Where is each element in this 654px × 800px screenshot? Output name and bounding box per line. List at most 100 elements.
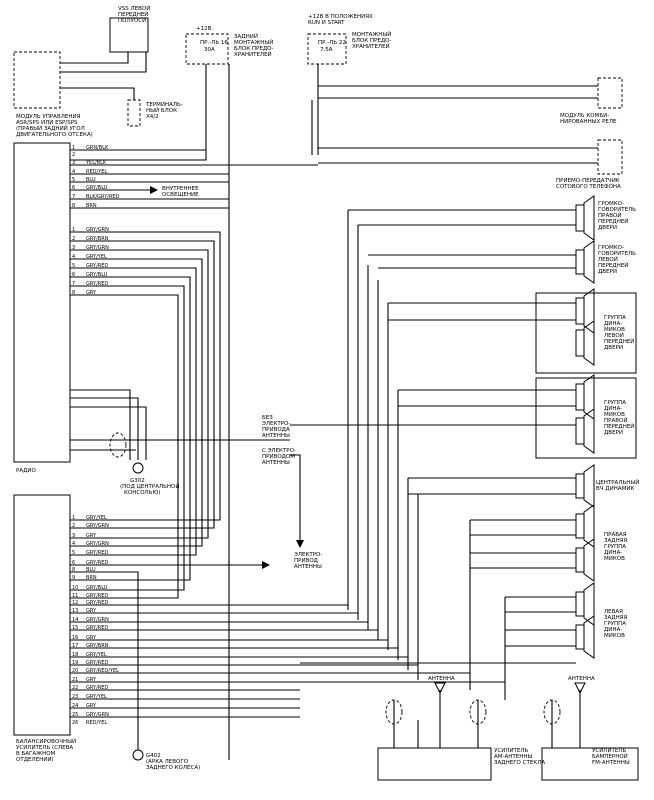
svg-text:АНТЕННЫ: АНТЕННЫ bbox=[294, 564, 322, 570]
wire-color-label: GRY/RED bbox=[86, 625, 108, 631]
pin-number: 16 bbox=[72, 635, 78, 641]
svg-text:X4/2: X4/2 bbox=[146, 114, 159, 120]
wire-color-label: GRY/RED bbox=[86, 560, 108, 566]
wire-color-label: GRY bbox=[86, 290, 97, 296]
pin-number: 9 bbox=[72, 575, 75, 581]
wire-color-label: GRY/RED bbox=[86, 550, 108, 556]
wire-color-label: RED/YEL bbox=[86, 720, 107, 726]
svg-text:ПРИВОДА: ПРИВОДА bbox=[262, 427, 290, 433]
svg-text:G302: G302 bbox=[130, 478, 145, 484]
pin-number: 3 bbox=[72, 533, 75, 539]
pin-number: 17 bbox=[72, 643, 78, 649]
cell-phone-label: ПРИЕМО-ПЕРЕДАТЧИК СОТОВОГО ТЕЛЕФОНА bbox=[556, 178, 621, 190]
pin-number: 24 bbox=[72, 703, 78, 709]
wire-color-label: GRY bbox=[86, 533, 97, 539]
g302-label: G302 (ПОД ЦЕНТРАЛЬНОЙ КОНСОЛЬЮ) bbox=[120, 478, 179, 496]
right-rear-label: ПРАВАЯ ЗАДНЯЯ ГРУППА ДИНА- МИКОВ bbox=[604, 532, 628, 562]
center-speaker-label: ЦЕНТРАЛЬНЫЙ ВЧ ДИНАМИК bbox=[596, 479, 639, 492]
wire-color-label: GRY/YEL bbox=[86, 254, 107, 260]
svg-text:ВЧ ДИНАМИК: ВЧ ДИНАМИК bbox=[596, 486, 634, 492]
power-antenna-label: ЭЛЕКТРО- ПРИВОД АНТЕННЫ bbox=[294, 552, 322, 570]
pin-number: 6 bbox=[72, 560, 75, 566]
wire-color-label: GRY/GRN bbox=[86, 541, 109, 547]
wire-color-label: BLK/GRY/RED bbox=[86, 194, 120, 200]
radio-label: РАДИО bbox=[16, 468, 36, 474]
svg-text:ПРАВОЙ: ПРАВОЙ bbox=[604, 417, 627, 424]
wire-color-label: GRY/RED bbox=[86, 600, 108, 606]
combo-relay-label: МОДУЛЬ КОМБИ- НИРОВАННЫХ РЕЛЕ bbox=[560, 113, 617, 125]
wire-color-label: RED/YEL bbox=[86, 169, 107, 175]
wire-color-label: GRY/GRN bbox=[86, 523, 109, 529]
pin-number: 26 bbox=[72, 720, 78, 726]
svg-text:G402: G402 bbox=[146, 753, 161, 759]
pin-number: 8 bbox=[72, 203, 75, 209]
svg-text:FM-АНТЕННЫ: FM-АНТЕННЫ bbox=[592, 760, 630, 766]
svg-text:ПР.-ЛЬ 16: ПР.-ЛЬ 16 bbox=[200, 40, 228, 46]
svg-text:МИКОВ: МИКОВ bbox=[604, 327, 625, 333]
svg-text:(ПОД ЦЕНТРАЛЬНОЙ: (ПОД ЦЕНТРАЛЬНОЙ bbox=[120, 483, 179, 490]
wire-color-label: GRY/RED bbox=[86, 685, 108, 691]
svg-text:ГРУППА: ГРУППА bbox=[604, 544, 626, 550]
pin-number: 2 bbox=[72, 523, 75, 529]
svg-text:СОТОВОГО ТЕЛЕФОНА: СОТОВОГО ТЕЛЕФОНА bbox=[556, 184, 621, 190]
svg-text:ДВЕРИ: ДВЕРИ bbox=[604, 430, 623, 436]
svg-text:+12В: +12В bbox=[196, 26, 212, 32]
svg-text:ВНУТРЕННЕЕ: ВНУТРЕННЕЕ bbox=[162, 186, 199, 192]
wire-color-label: GRY/BLU bbox=[86, 585, 108, 591]
svg-text:ХРАНИТЕЛЕЙ: ХРАНИТЕЛЕЙ bbox=[234, 51, 272, 58]
svg-text:ЭЛЕКТРО-: ЭЛЕКТРО- bbox=[262, 421, 290, 427]
svg-text:УСИЛИТЕЛЬ: УСИЛИТЕЛЬ bbox=[592, 748, 627, 754]
pin-number: 7 bbox=[72, 194, 75, 200]
pin-number: 10 bbox=[72, 585, 78, 591]
rf-group-label: ГРУППА ДИНА- МИКОВ ПРАВОЙ ПЕРЕДНЕЙ ДВЕРИ bbox=[604, 400, 634, 436]
pin-number: 8 bbox=[72, 567, 75, 573]
pin-number: 5 bbox=[72, 177, 75, 183]
svg-text:ПЕРЕДНЕЙ: ПЕРЕДНЕЙ bbox=[118, 11, 148, 18]
asr-module-label: МОДУЛЬ УПРАВЛЕНИЯ ASR/SPS ИЛИ ESP/SPS (П… bbox=[16, 114, 93, 138]
svg-text:С ЭЛЕКТРО-: С ЭЛЕКТРО- bbox=[262, 448, 296, 454]
wire-color-label: GRY bbox=[86, 677, 97, 683]
pin-number: 1 bbox=[72, 227, 75, 233]
svg-text:ГРОМКО-: ГРОМКО- bbox=[598, 201, 624, 207]
wire-color-label: BRN bbox=[86, 575, 97, 581]
svg-text:В БАГАЖНОМ: В БАГАЖНОМ bbox=[16, 751, 56, 757]
svg-text:НЫЙ БЛОК: НЫЙ БЛОК bbox=[146, 107, 177, 114]
pin-number: 1 bbox=[72, 515, 75, 521]
wire-color-label: BRN bbox=[86, 203, 97, 209]
svg-text:7.5A: 7.5A bbox=[320, 47, 333, 53]
am-amp-label: УСИЛИТЕЛЬ АМ-АНТЕННЫ ЗАДНЕГО СТЕКЛА bbox=[494, 748, 545, 766]
wire-color-label: GRY/YEL bbox=[86, 515, 107, 521]
pin-number: 18 bbox=[72, 652, 78, 658]
pin-number: 6 bbox=[72, 185, 75, 191]
svg-text:МОНТАЖНЫЙ: МОНТАЖНЫЙ bbox=[352, 31, 391, 38]
rear-fuse-block-label: ЗАДНИЙ МОНТАЖНЫЙ БЛОК ПРЕДО- ХРАНИТЕЛЕЙ bbox=[234, 33, 273, 58]
pin-number: 25 bbox=[72, 712, 78, 718]
svg-text:ПРАВОЙ: ПРАВОЙ bbox=[598, 212, 621, 219]
pin-number: 20 bbox=[72, 668, 78, 674]
rf-tweeter-label: ГРОМКО- ГОВОРИТЕЛЬ ПРАВОЙ ПЕРЕДНЕЙ ДВЕРИ bbox=[598, 201, 636, 231]
wire-color-label: GRY bbox=[86, 703, 97, 709]
pin-number: 22 bbox=[72, 685, 78, 691]
svg-text:БЛОК ПРЕДО-: БЛОК ПРЕДО- bbox=[234, 46, 273, 52]
svg-text:ОТДЕЛЕНИИ): ОТДЕЛЕНИИ) bbox=[16, 757, 54, 763]
svg-text:ПЕРЕДНЕЙ: ПЕРЕДНЕЙ bbox=[598, 262, 628, 269]
svg-text:УСИЛИТЕЛЬ: УСИЛИТЕЛЬ bbox=[494, 748, 529, 754]
svg-text:(ПРАВЫЙ ЗАДНИЙ УГОЛ: (ПРАВЫЙ ЗАДНИЙ УГОЛ bbox=[16, 125, 85, 132]
svg-text:ГРОМКО-: ГРОМКО- bbox=[598, 245, 624, 251]
wire-color-label: GRY/GRN bbox=[86, 712, 109, 718]
wire-color-label: GRY/YEL bbox=[86, 694, 107, 700]
pin-number: 6 bbox=[72, 272, 75, 278]
svg-text:ДИНА-: ДИНА- bbox=[604, 321, 622, 327]
pin-number: 21 bbox=[72, 677, 78, 683]
wire-color-label: BLU bbox=[86, 567, 96, 573]
vss-label: VSS ЛЕВОЙ ПЕРЕДНЕЙ ПОЛУОСИ bbox=[118, 5, 150, 24]
pin-number: 12 bbox=[72, 600, 78, 606]
svg-text:ЗАДНЕГО СТЕКЛА: ЗАДНЕГО СТЕКЛА bbox=[494, 760, 545, 766]
svg-text:ЛЕВОЙ: ЛЕВОЙ bbox=[604, 332, 624, 339]
antenna-with-label: С ЭЛЕКТРО- ПРИВОДОМ АНТЕННЫ bbox=[262, 448, 296, 466]
g402-label: G402 (АРКА ЛЕВОГО ЗАДНЕГО КОЛЕСА) bbox=[146, 753, 200, 771]
svg-text:ДИНА-: ДИНА- bbox=[604, 550, 622, 556]
wire-color-label: GRY/BRN bbox=[86, 236, 109, 242]
